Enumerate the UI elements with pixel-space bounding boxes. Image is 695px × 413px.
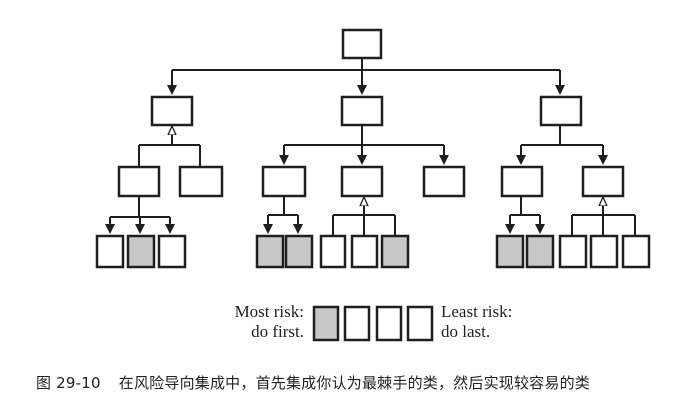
leaf-class-box <box>157 234 187 269</box>
level2-class-box <box>340 165 384 198</box>
legend-most-risk-label: Most risk: <box>235 302 304 321</box>
legend-do-first-label: do first. <box>251 322 304 341</box>
figure-caption: 图 29-10 在风险导向集成中，首先集成你认为最棘手的类，然后实现较容易的类 <box>36 372 676 393</box>
level1-class-box <box>539 95 583 127</box>
level2-class-box <box>500 165 544 198</box>
legend-least-risk-label: Least risk: <box>441 302 512 321</box>
level1-class-box <box>150 95 194 127</box>
leaf-class-box <box>350 234 379 269</box>
level2-class-box <box>261 165 307 198</box>
legend-box-most-risk <box>312 305 340 342</box>
legend-box-least-risk <box>406 305 434 342</box>
leaf-class-box-high-risk <box>284 234 314 269</box>
legend: Most risk: do first. Least risk: do last… <box>235 302 512 342</box>
leaf-class-box-high-risk <box>255 234 285 269</box>
leaf-class-box <box>589 234 619 269</box>
level2-class-box <box>117 165 161 198</box>
legend-box <box>343 305 371 342</box>
leaf-class-box <box>319 234 347 269</box>
class-boxes <box>95 28 651 269</box>
figure-number: 图 29-10 <box>36 374 101 392</box>
root-class-box <box>341 28 383 60</box>
level1-class-box <box>340 95 384 127</box>
leaf-class-box-high-risk <box>495 234 525 269</box>
level2-class-box <box>422 165 466 198</box>
leaf-class-box-high-risk <box>525 234 555 269</box>
legend-box <box>375 305 403 342</box>
leaf-class-box-high-risk <box>380 234 410 269</box>
figure-caption-text: 在风险导向集成中，首先集成你认为最棘手的类，然后实现较容易的类 <box>118 374 590 392</box>
leaf-class-box-high-risk <box>126 234 156 269</box>
level2-class-box <box>581 165 625 198</box>
legend-do-last-label: do last. <box>441 322 490 341</box>
leaf-class-box <box>558 234 588 269</box>
leaf-class-box <box>95 234 125 269</box>
level2-class-box <box>178 165 224 198</box>
connector-lines <box>105 58 636 236</box>
leaf-class-box <box>621 234 651 269</box>
